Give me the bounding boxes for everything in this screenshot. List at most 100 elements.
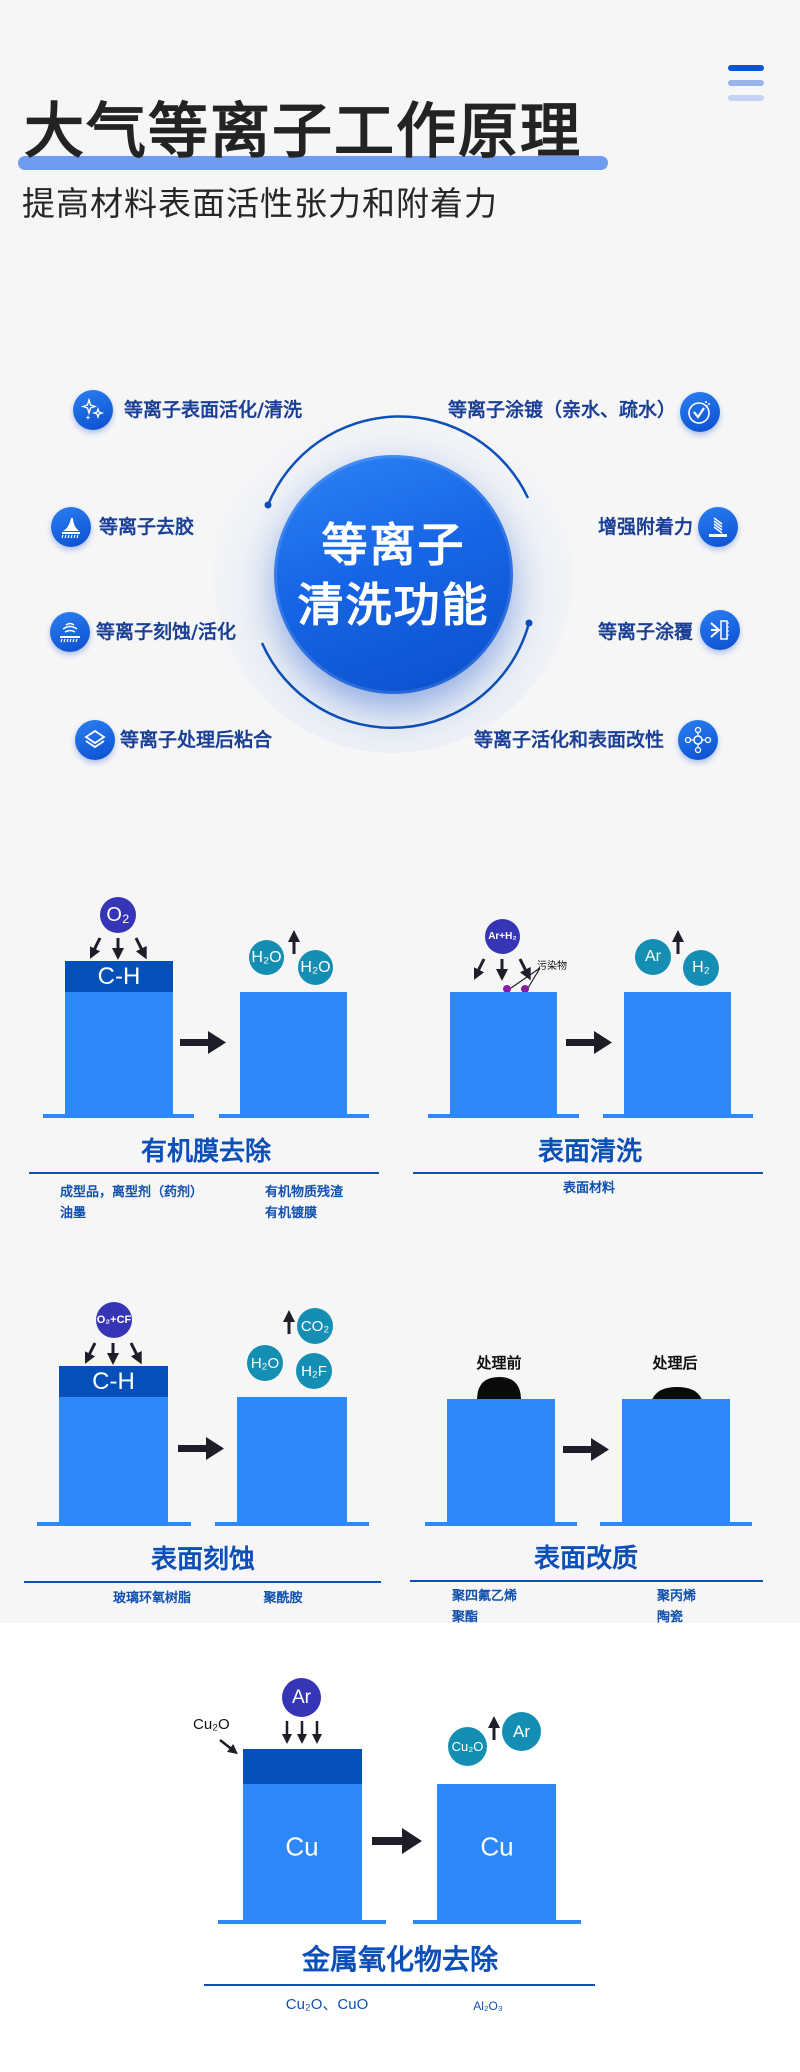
- output-molecule: CO₂: [297, 1308, 333, 1344]
- material-item: Cu₂O、CuO: [285, 1996, 369, 2013]
- up-arrow-icon: [283, 1310, 295, 1334]
- feature-label-surface-modification: 等离子活化和表面改性: [474, 729, 665, 751]
- base-line: [43, 1114, 194, 1118]
- base-line: [428, 1114, 579, 1118]
- output-molecule: H₂O: [298, 950, 333, 985]
- oxide-label: Cu₂O: [193, 1716, 230, 1733]
- material-item: 有机物质残渣: [265, 1185, 344, 1200]
- process-divider: [204, 1984, 595, 1986]
- material-item: 表面材料: [562, 1181, 616, 1196]
- adhesion-icon: [698, 507, 738, 547]
- process-title: 有机膜去除: [140, 1137, 272, 1167]
- page-title: 大气等离子工作原理: [24, 97, 582, 167]
- process-title: 表面刻蚀: [150, 1545, 256, 1575]
- process-title: 表面改质: [533, 1544, 639, 1574]
- base-line: [413, 1920, 581, 1924]
- material-item: 玻璃环氧树脂: [112, 1591, 192, 1606]
- before-label: 处理前: [476, 1354, 522, 1372]
- output-molecule: Ar: [502, 1712, 541, 1751]
- feature-label-degumming: 等离子去胶: [99, 516, 195, 538]
- water-check-icon: [680, 392, 720, 432]
- down-arrows-icon: [282, 1721, 322, 1744]
- process-title: 表面清洗: [537, 1137, 643, 1167]
- page-subtitle: 提高材料表面活性张力和附着力: [22, 184, 498, 223]
- substrate-block-after: [624, 992, 731, 1115]
- feature-label-surface-activation: 等离子表面活化/清洗: [124, 399, 302, 421]
- up-arrow-icon: [488, 1716, 500, 1740]
- copper-block-after: [437, 1784, 556, 1921]
- base-line: [219, 1114, 369, 1118]
- material-item: 聚酰胺: [263, 1591, 303, 1606]
- substrate-block-before: [447, 1399, 555, 1523]
- material-item: 聚丙烯: [657, 1589, 697, 1604]
- hub-line-2: 清洗功能: [297, 577, 490, 632]
- ch-layer: C-H: [59, 1366, 168, 1397]
- droplet-after: [652, 1387, 702, 1400]
- base-line: [218, 1920, 386, 1924]
- input-molecule: O₂: [100, 897, 136, 933]
- right-arrow-icon: [566, 1031, 612, 1054]
- menu-line-2: [728, 80, 764, 86]
- output-molecule: H₂O: [247, 1345, 283, 1381]
- output-molecule: H₂O: [249, 940, 284, 975]
- process-divider: [24, 1581, 381, 1583]
- feature-label-bonding: 等离子处理后粘合: [120, 729, 273, 751]
- title-underline: [18, 156, 608, 170]
- hub-line-1: 等离子: [321, 517, 466, 572]
- substrate-block-before: [450, 992, 557, 1115]
- process-divider: [410, 1580, 763, 1582]
- material-item: 聚酯: [452, 1610, 479, 1625]
- material-item: 聚四氟乙烯: [452, 1589, 518, 1604]
- feature-label-adhesion: 增强附着力: [598, 516, 694, 538]
- menu-line-1: [728, 65, 764, 71]
- base-line: [37, 1522, 191, 1526]
- down-arrows-icon: [474, 958, 531, 981]
- material-item: 陶瓷: [657, 1610, 684, 1625]
- down-arrows-icon: [85, 1342, 142, 1365]
- hub-circle: 等离子 清洗功能: [274, 455, 513, 694]
- copper-label: Cu: [480, 1831, 514, 1862]
- feature-label-etching: 等离子刻蚀/活化: [96, 621, 236, 643]
- material-item: Al₂O₃: [473, 1999, 503, 2013]
- output-molecule: H₂: [683, 950, 719, 986]
- substrate-block-after: [622, 1399, 730, 1523]
- right-arrow-icon: [180, 1031, 226, 1054]
- droplet-before: [477, 1377, 521, 1400]
- substrate-block-before: [59, 1397, 168, 1523]
- output-molecule: Ar: [635, 939, 671, 975]
- output-molecule: Cu₂O: [448, 1727, 487, 1766]
- substrate-block-after: [240, 992, 347, 1115]
- up-arrow-icon: [672, 930, 684, 954]
- right-arrow-icon: [178, 1437, 224, 1460]
- up-arrow-icon: [288, 930, 300, 954]
- material-item: 成型品，离型剂（药剂）: [60, 1185, 204, 1200]
- base-line: [425, 1522, 577, 1526]
- right-arrow-icon: [372, 1828, 422, 1854]
- base-line: [603, 1114, 753, 1118]
- material-item: 油墨: [60, 1206, 87, 1221]
- material-item: 有机镀膜: [265, 1206, 318, 1221]
- menu-line-3: [728, 95, 764, 101]
- contaminant-label: 污染物: [537, 961, 567, 972]
- input-molecule: Ar: [282, 1678, 321, 1717]
- ch-layer: C-H: [65, 961, 173, 992]
- right-arrow-icon: [563, 1438, 609, 1461]
- feature-label-coating: 等离子涂覆: [598, 621, 694, 643]
- copper-label: Cu: [285, 1831, 319, 1862]
- sparkle-icon: [73, 390, 113, 430]
- after-label: 处理后: [652, 1354, 698, 1372]
- substrate-block-after: [237, 1397, 347, 1523]
- substrate-block-before: [65, 992, 173, 1115]
- base-line: [600, 1522, 752, 1526]
- molecule-icon: [678, 720, 718, 760]
- contaminant-pointer: [503, 967, 541, 993]
- process-divider: [413, 1172, 763, 1174]
- process-divider: [29, 1172, 379, 1174]
- input-molecule: O₂+CF: [96, 1302, 132, 1338]
- hub-orbit-arcs: [260, 415, 533, 730]
- pointer-arrow-icon: [219, 1739, 238, 1755]
- copper-block-before: [243, 1784, 362, 1921]
- oxide-layer: [243, 1749, 362, 1784]
- feature-label-coating-hydrophilic: 等离子涂镀（亲水、疏水）: [448, 399, 677, 421]
- process-title: 金属氧化物去除: [301, 1943, 499, 1976]
